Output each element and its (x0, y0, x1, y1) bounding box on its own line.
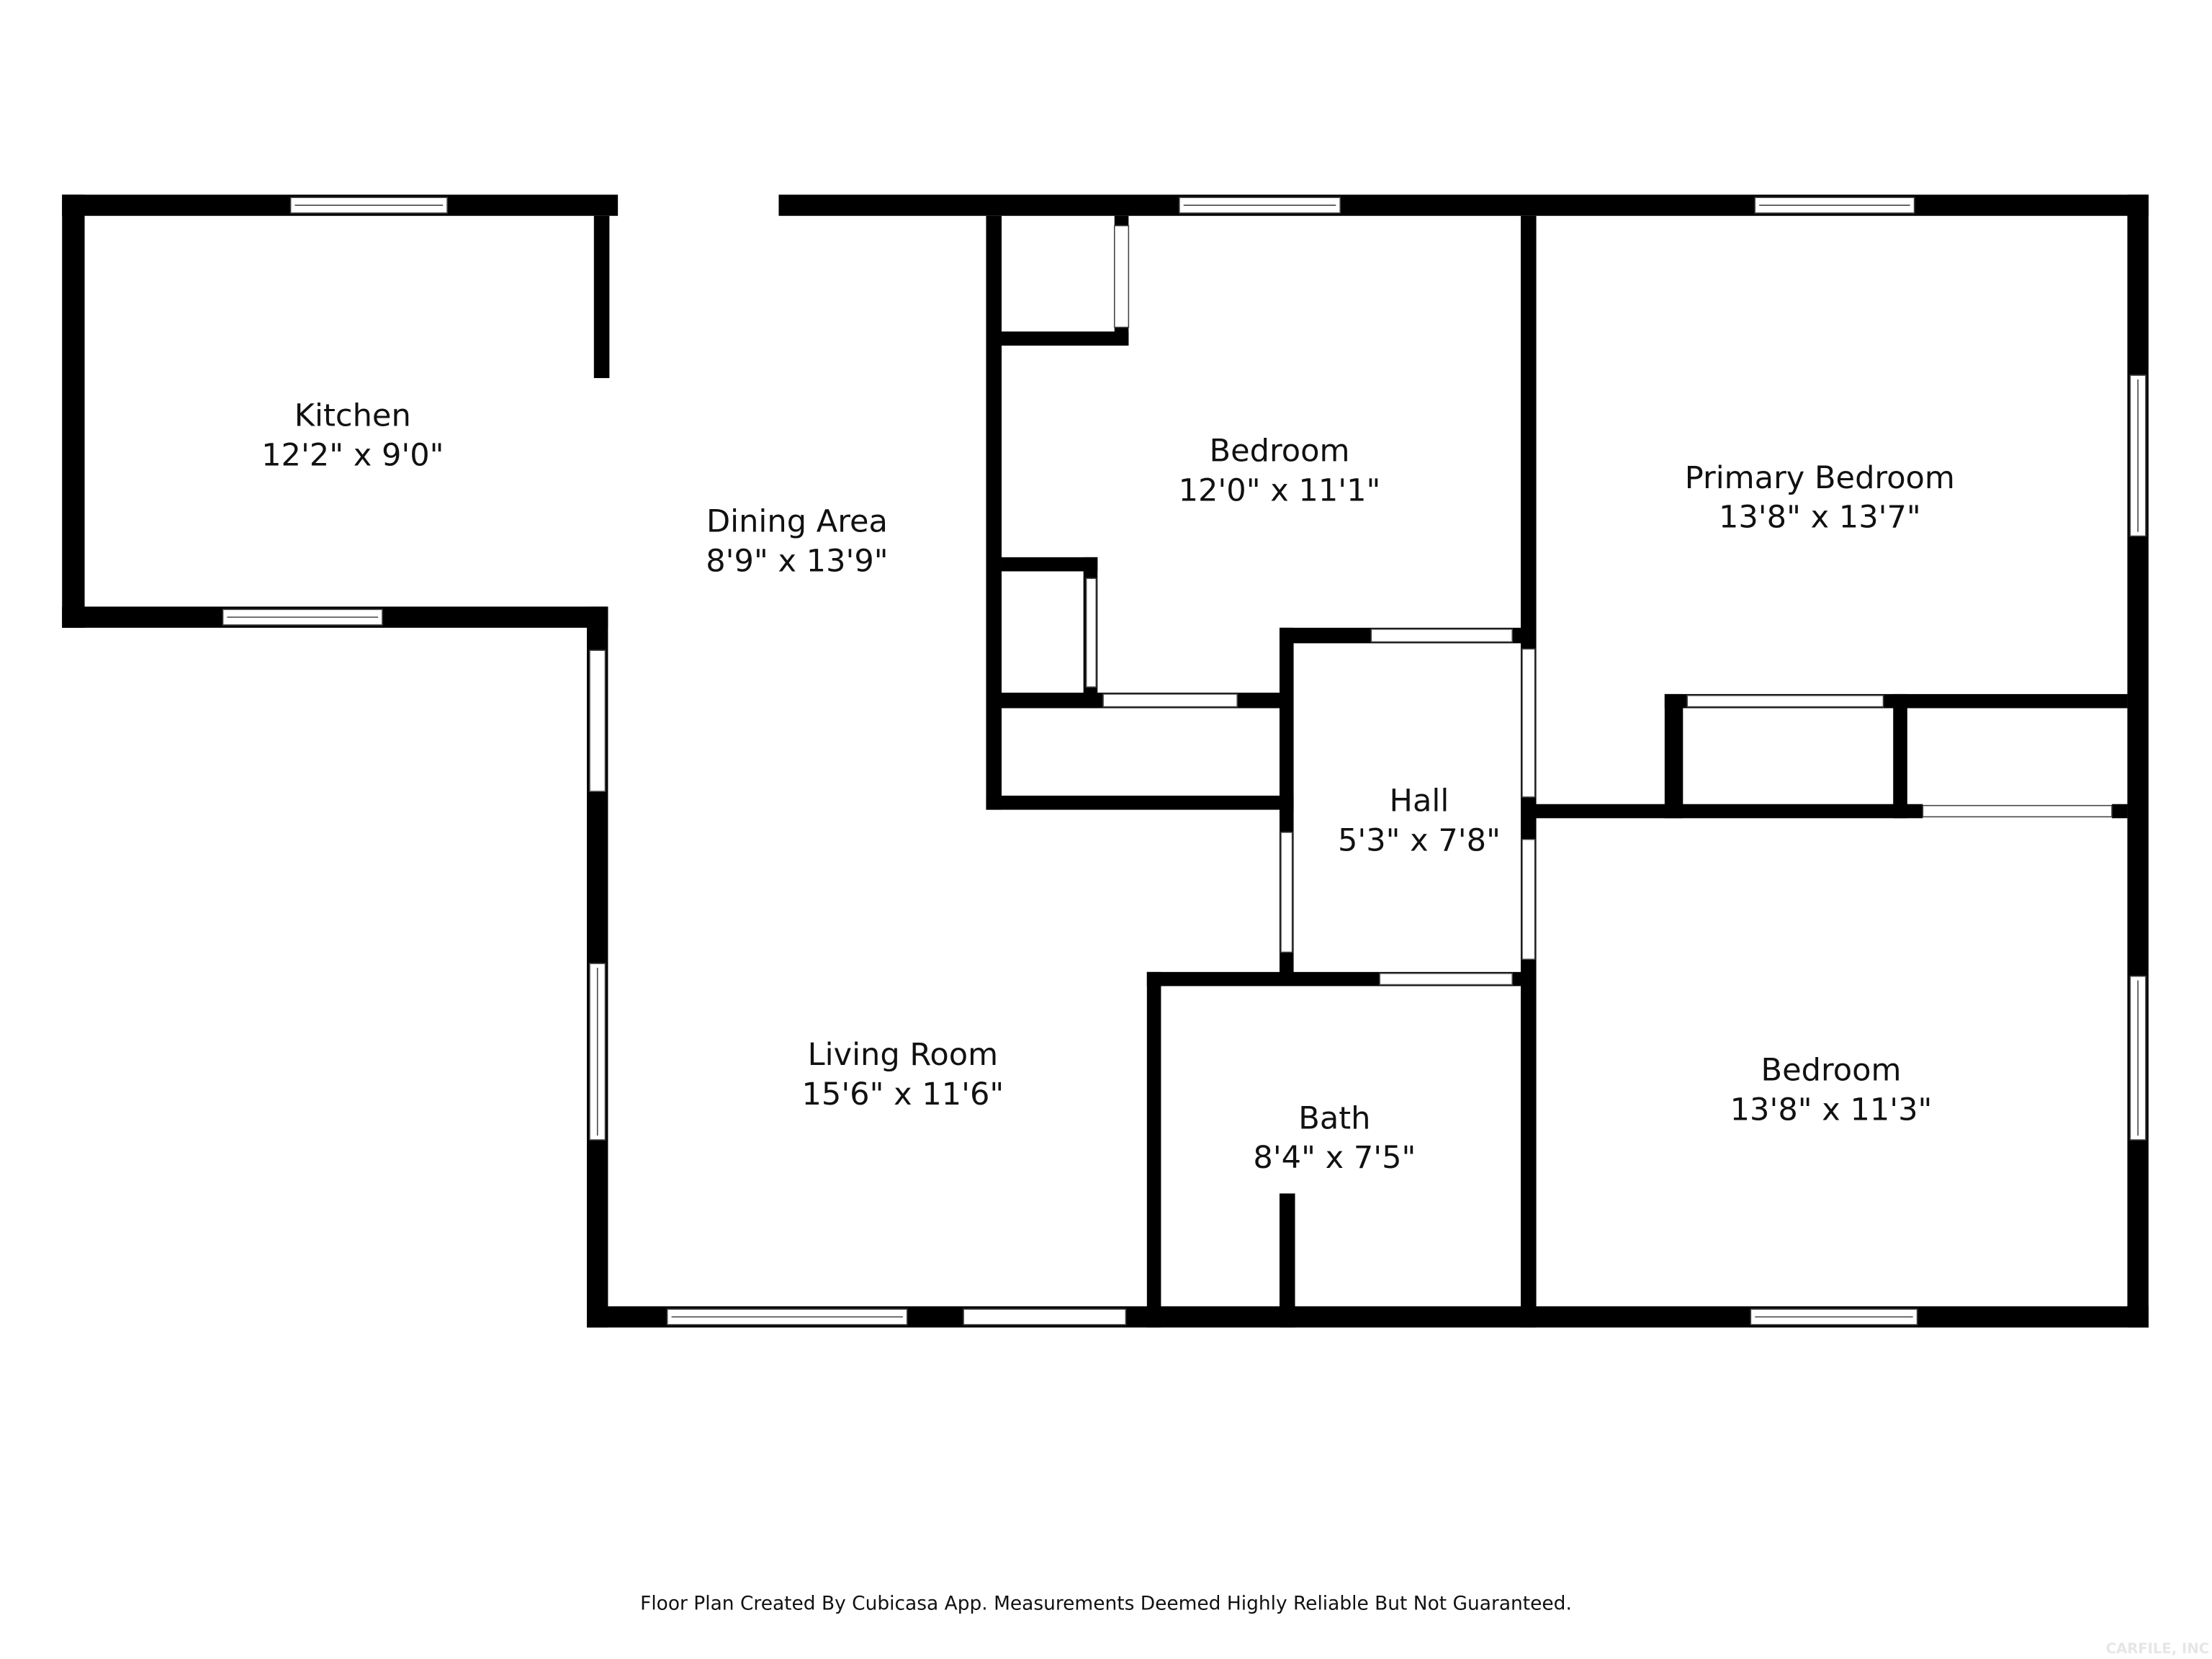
door-opening (1280, 832, 1293, 953)
door-opening (1686, 695, 1884, 708)
wall (593, 215, 610, 379)
wall (1002, 331, 1129, 346)
door-opening (1113, 225, 1130, 328)
walls (62, 194, 2149, 1328)
room-dining-area: Dining Area 8'9" x 13'9" (706, 504, 888, 580)
room-bedroom-1: Bedroom 12'0" x 11'1" (1179, 433, 1381, 509)
wall (1279, 1193, 1295, 1328)
door-opening (1102, 693, 1238, 708)
room-size: 12'2" x 9'0" (261, 438, 444, 474)
wall (986, 215, 1002, 810)
door-opening (1922, 804, 2113, 818)
room-bath: Bath 8'4" x 7'5" (1253, 1100, 1416, 1176)
room-hall: Hall 5'3" x 7'8" (1338, 783, 1501, 859)
openings (222, 197, 2146, 1326)
door-opening (589, 649, 606, 792)
footer-disclaimer: Floor Plan Created By Cubicasa App. Meas… (640, 1592, 1572, 1614)
room-name: Living Room (808, 1037, 999, 1073)
wall (2127, 194, 2149, 1328)
wall (1664, 693, 1683, 819)
room-name: Hall (1390, 783, 1449, 819)
room-name: Dining Area (706, 504, 888, 540)
door-opening (1379, 973, 1514, 986)
room-size: 13'8" x 13'7" (1719, 500, 1921, 536)
room-name: Bath (1298, 1100, 1370, 1136)
wall (62, 194, 85, 628)
room-name: Bedroom (1761, 1053, 1902, 1089)
room-size: 13'8" x 11'3" (1730, 1092, 1933, 1128)
room-size: 15'6" x 11'6" (802, 1076, 1004, 1112)
room-bedroom-2: Bedroom 13'8" x 11'3" (1730, 1053, 1933, 1128)
wall (1893, 693, 1907, 819)
room-name: Primary Bedroom (1685, 460, 1955, 496)
wall (1146, 971, 1161, 1328)
wall (1530, 804, 1923, 819)
wall (1002, 557, 1098, 572)
room-name: Kitchen (295, 398, 411, 434)
room-size: 5'3" x 7'8" (1338, 822, 1501, 858)
wall (2111, 804, 2128, 819)
room-living-room: Living Room 15'6" x 11'6" (802, 1037, 1004, 1112)
room-size: 8'4" x 7'5" (1253, 1140, 1416, 1176)
wall (778, 194, 2149, 216)
room-name: Bedroom (1210, 433, 1350, 469)
wall (986, 795, 1294, 810)
room-size: 8'9" x 13'9" (706, 543, 888, 579)
room-kitchen: Kitchen 12'2" x 9'0" (261, 398, 444, 474)
door-opening (963, 1308, 1127, 1326)
room-size: 12'0" x 11'1" (1179, 473, 1381, 509)
room-primary-bedroom: Primary Bedroom 13'8" x 13'7" (1685, 460, 1955, 536)
door-opening (1370, 629, 1514, 643)
door-opening (1521, 838, 1536, 961)
door-opening (1085, 577, 1097, 688)
door-opening (1521, 648, 1536, 798)
watermark: CARFILE, INC (2106, 1640, 2209, 1657)
